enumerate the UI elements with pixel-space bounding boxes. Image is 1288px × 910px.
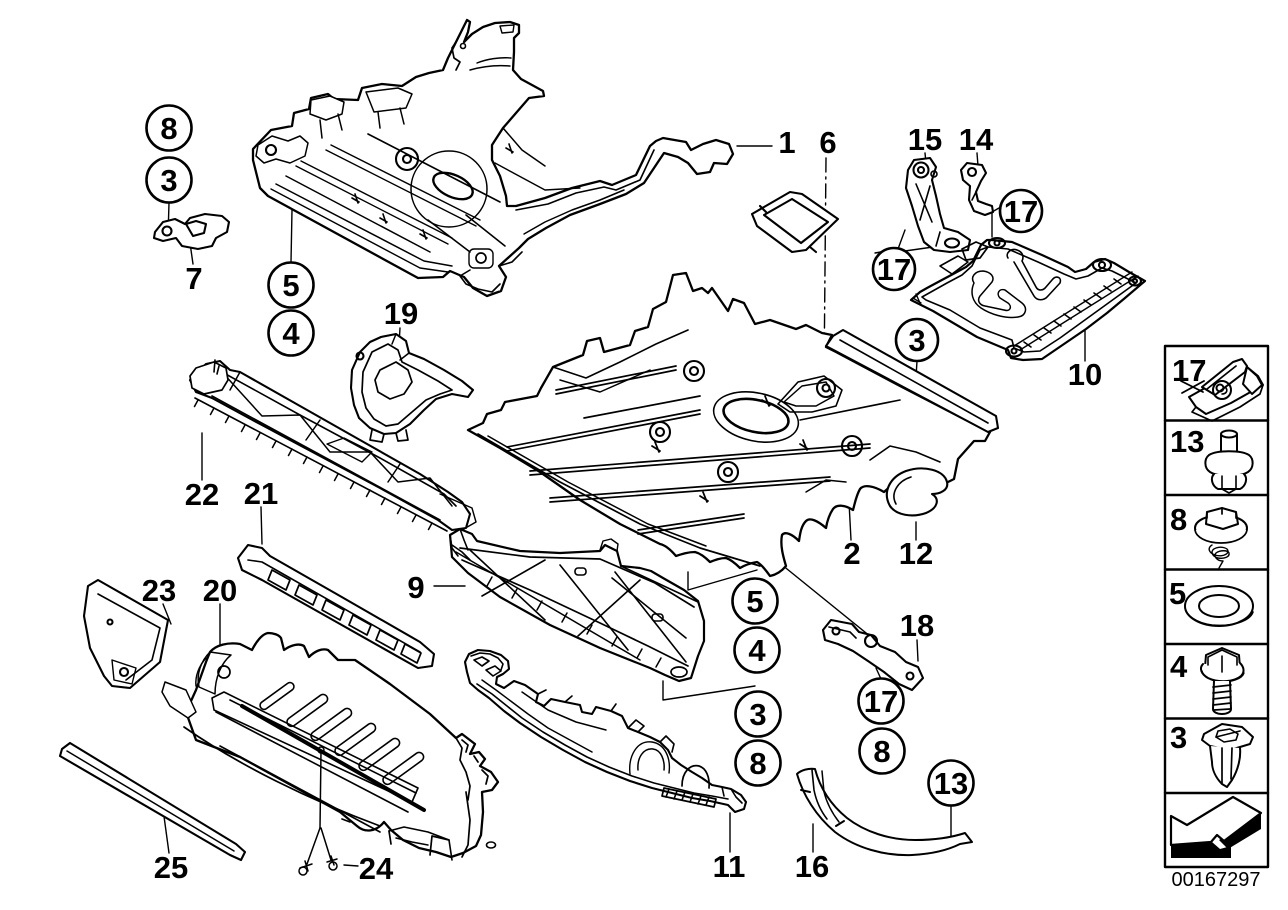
svg-text:00167297: 00167297 [1172, 869, 1261, 891]
svg-text:17: 17 [1004, 194, 1038, 229]
svg-text:17: 17 [864, 684, 898, 719]
svg-text:11: 11 [713, 849, 746, 884]
svg-text:3: 3 [160, 163, 177, 198]
svg-text:22: 22 [185, 477, 219, 512]
svg-text:20: 20 [203, 573, 237, 608]
svg-text:7: 7 [185, 261, 202, 296]
svg-text:4: 4 [748, 633, 766, 668]
svg-text:16: 16 [795, 849, 829, 884]
svg-text:21: 21 [244, 476, 278, 511]
svg-text:8: 8 [749, 746, 766, 781]
svg-text:24: 24 [359, 851, 394, 886]
svg-text:17: 17 [877, 252, 911, 287]
svg-text:23: 23 [142, 573, 176, 608]
svg-text:3: 3 [749, 697, 766, 732]
svg-text:3: 3 [908, 323, 925, 358]
svg-text:6: 6 [819, 125, 836, 160]
svg-text:3: 3 [1170, 720, 1187, 755]
svg-text:1: 1 [778, 125, 795, 160]
svg-text:8: 8 [160, 111, 177, 146]
svg-text:15: 15 [908, 122, 942, 157]
svg-text:10: 10 [1068, 357, 1102, 392]
svg-text:13: 13 [1170, 424, 1204, 459]
svg-text:13: 13 [934, 766, 968, 801]
svg-text:14: 14 [959, 122, 994, 157]
svg-text:8: 8 [1170, 502, 1187, 537]
svg-text:25: 25 [154, 850, 188, 885]
svg-text:5: 5 [746, 584, 763, 619]
svg-text:8: 8 [873, 734, 890, 769]
svg-text:19: 19 [384, 296, 418, 331]
svg-text:5: 5 [282, 268, 299, 303]
svg-text:18: 18 [900, 608, 934, 643]
svg-text:2: 2 [843, 536, 860, 571]
svg-text:9: 9 [407, 570, 424, 605]
svg-text:5: 5 [1169, 576, 1186, 611]
svg-text:12: 12 [899, 536, 933, 571]
svg-text:4: 4 [1170, 649, 1188, 684]
svg-text:4: 4 [282, 316, 300, 351]
